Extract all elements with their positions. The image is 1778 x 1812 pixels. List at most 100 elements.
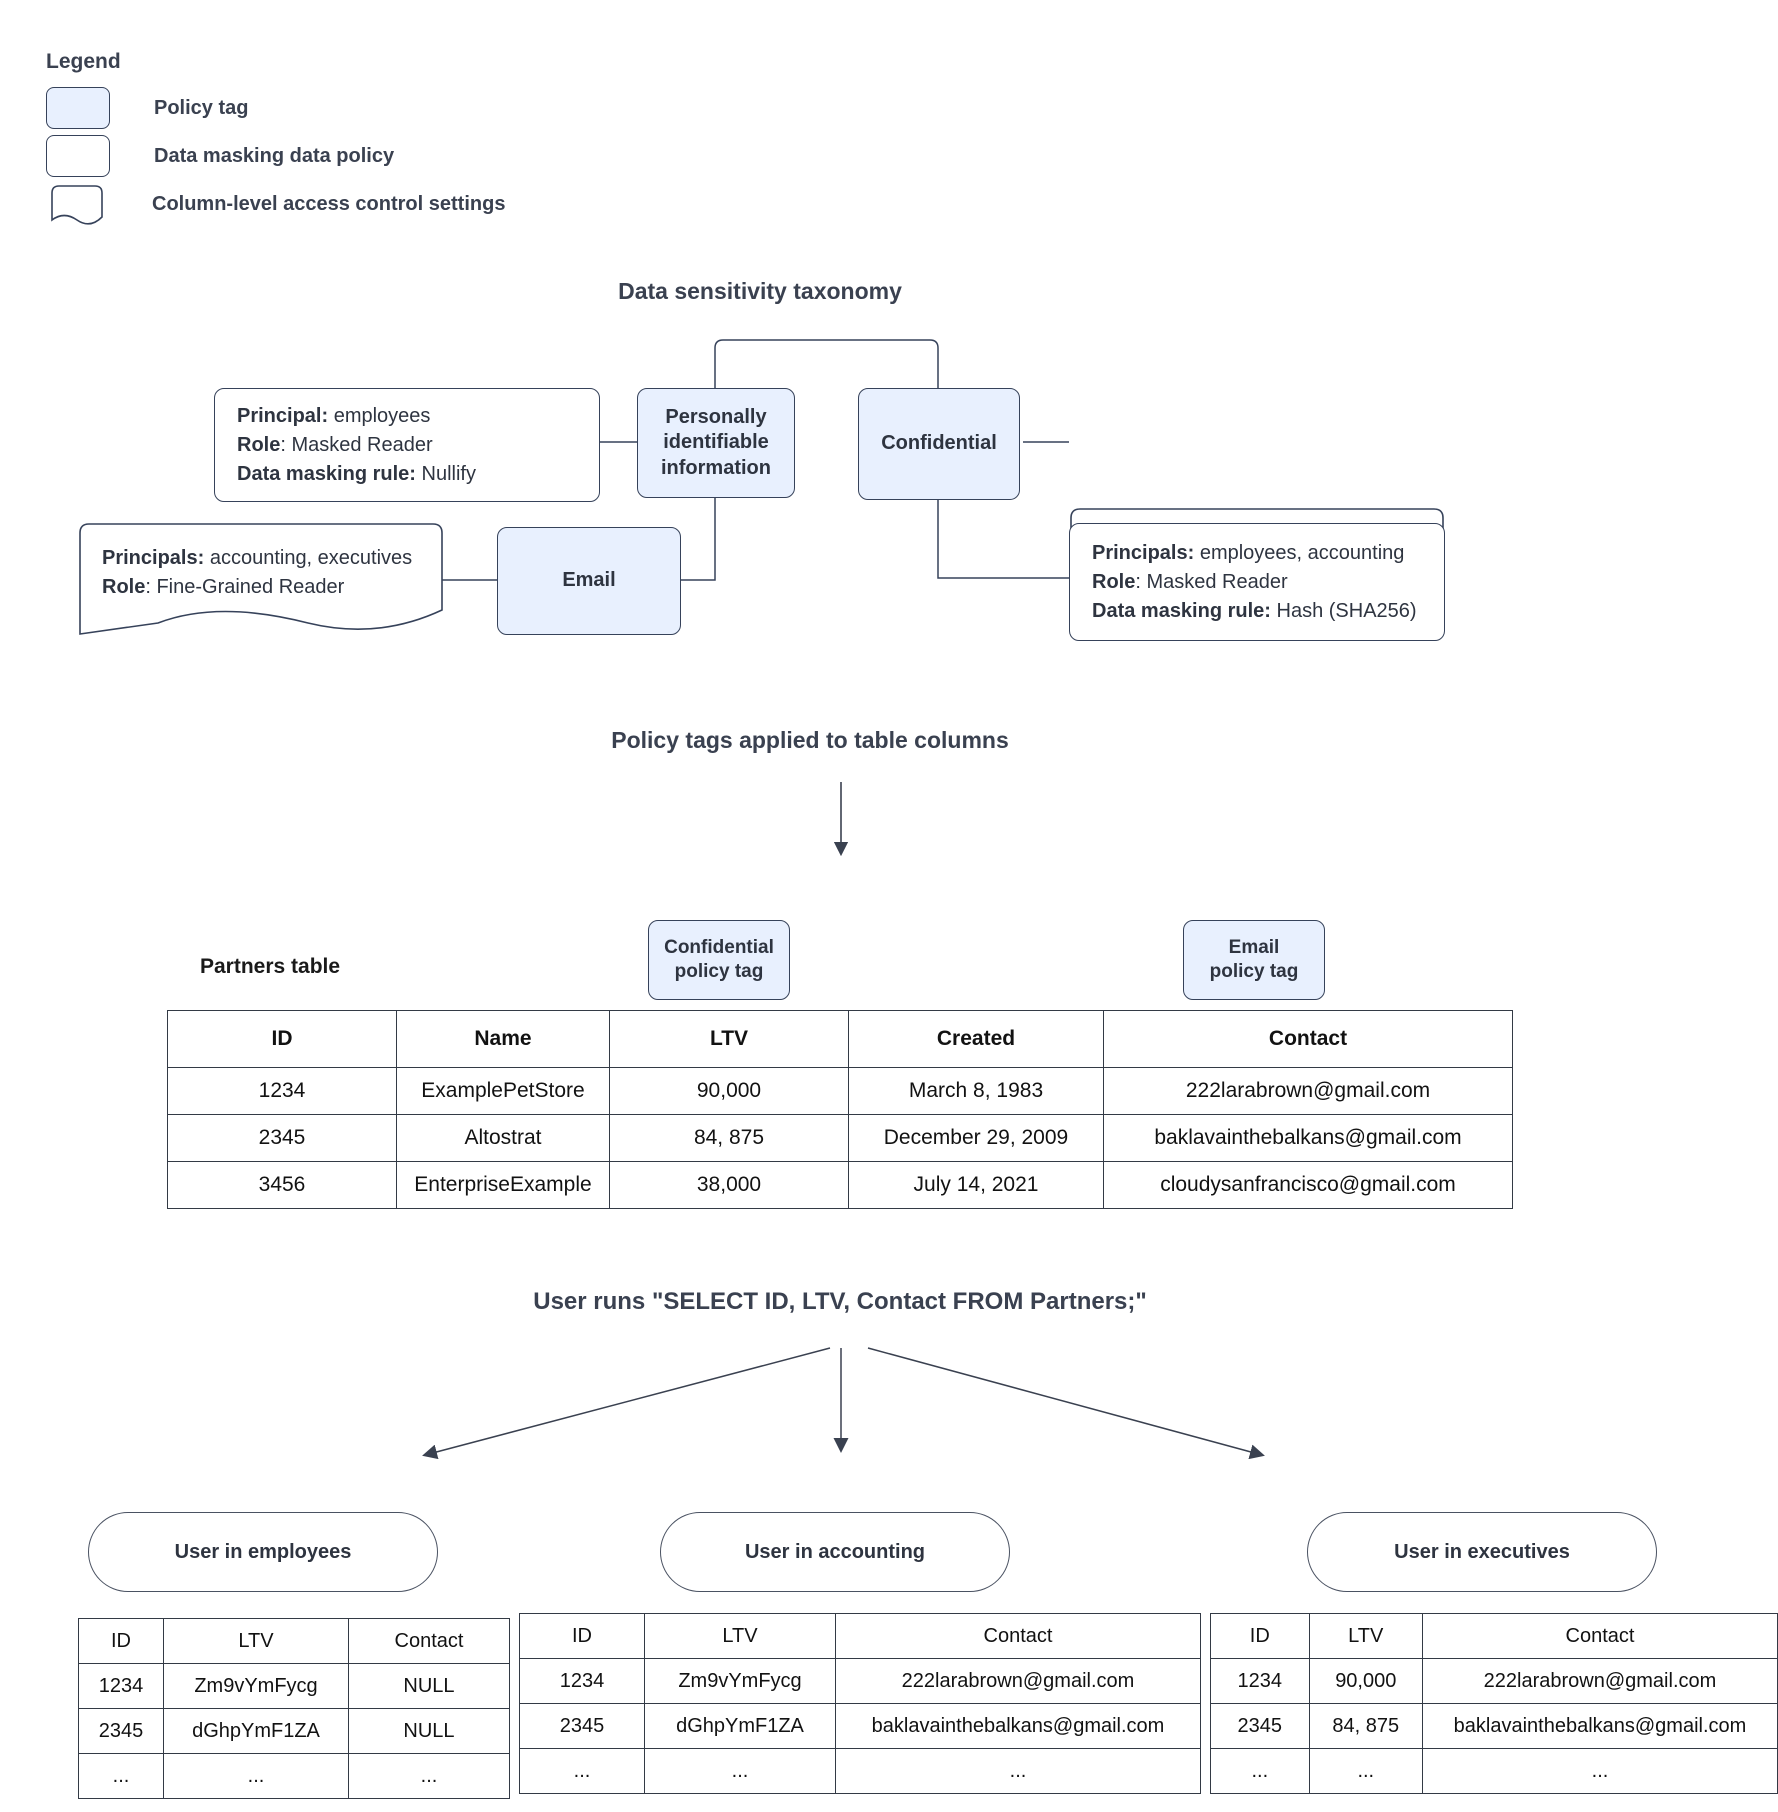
table-row: 2345 Altostrat 84, 875 December 29, 2009… bbox=[167, 1114, 1513, 1162]
table-row: ... ... ... bbox=[78, 1753, 510, 1799]
cell-id: ... bbox=[78, 1753, 164, 1799]
badge-email-line-1: Email bbox=[1228, 936, 1280, 958]
cell-contact: NULL bbox=[348, 1708, 510, 1754]
table-row: 2345 84, 875 baklavainthebalkans@gmail.c… bbox=[1210, 1703, 1778, 1749]
cell-id: ... bbox=[1210, 1748, 1310, 1794]
cell-contact: ... bbox=[1421, 1748, 1778, 1794]
result-table-executives: ID LTV Contact 1234 90,000 222larabrown@… bbox=[1210, 1613, 1778, 1794]
legend-label-column-acl: Column-level access control settings bbox=[152, 192, 506, 215]
cell-contact: 222larabrown@gmail.com bbox=[835, 1658, 1201, 1704]
result-col-ltv: LTV bbox=[644, 1613, 836, 1659]
cell-id: 1234 bbox=[1210, 1658, 1310, 1704]
actor-user-in-executives[interactable]: User in executives bbox=[1307, 1512, 1657, 1592]
policy-tag-confidential[interactable]: Confidential bbox=[858, 388, 1020, 500]
email-acl-line-2: Role: Fine-Grained Reader bbox=[102, 576, 345, 598]
cell-name: ExamplePetStore bbox=[396, 1067, 610, 1115]
cell-id: 1234 bbox=[519, 1658, 645, 1704]
cell-ltv: ... bbox=[1308, 1748, 1423, 1794]
badge-email-policy-tag[interactable]: Email policy tag bbox=[1183, 920, 1325, 1000]
legend-item-column-acl: Column-level access control settings bbox=[46, 180, 666, 228]
legend-item-data-masking: Data masking data policy bbox=[46, 132, 666, 180]
result-header-row: ID LTV Contact bbox=[78, 1618, 510, 1664]
data-masking-policy-pii[interactable]: Principal: employees Role: Masked Reader… bbox=[214, 388, 600, 502]
cell-contact: baklavainthebalkans@gmail.com bbox=[1421, 1703, 1778, 1749]
column-acl-swatch-icon bbox=[46, 184, 108, 225]
legend-title: Legend bbox=[46, 50, 121, 73]
legend-label-data-masking: Data masking data policy bbox=[154, 144, 395, 167]
pii-masking-line-3: Data masking rule: Nullify bbox=[237, 462, 476, 485]
table-row: ... ... ... bbox=[1210, 1748, 1778, 1794]
actor-label-executives: User in executives bbox=[1394, 1540, 1570, 1563]
table-row: 2345 dGhpYmF1ZA NULL bbox=[78, 1708, 510, 1754]
cell-ltv: dGhpYmF1ZA bbox=[163, 1708, 349, 1754]
badge-confidential-line-2: policy tag bbox=[674, 961, 764, 982]
actor-label-accounting: User in accounting bbox=[744, 1540, 926, 1563]
data-masking-policy-confidential[interactable]: Principals: employees, accounting Role: … bbox=[1069, 523, 1445, 641]
legend: Legend Policy tag Data masking data poli… bbox=[46, 50, 666, 228]
actor-label-employees: User in employees bbox=[174, 1540, 352, 1563]
legend-label-policy-tag: Policy tag bbox=[154, 96, 249, 119]
result-col-contact: Contact bbox=[1421, 1613, 1778, 1659]
cell-ltv: dGhpYmF1ZA bbox=[644, 1703, 836, 1749]
actor-user-in-accounting[interactable]: User in accounting bbox=[660, 1512, 1010, 1592]
result-col-ltv: LTV bbox=[163, 1618, 349, 1664]
result-col-contact: Contact bbox=[835, 1613, 1201, 1659]
cell-ltv: 84, 875 bbox=[1308, 1703, 1423, 1749]
result-col-id: ID bbox=[78, 1618, 164, 1664]
table-row: 1234 Zm9vYmFycg 222larabrown@gmail.com bbox=[519, 1658, 1201, 1704]
table-row: ... ... ... bbox=[519, 1748, 1201, 1794]
result-col-contact: Contact bbox=[348, 1618, 510, 1664]
policy-tag-pii[interactable]: Personally identifiable information bbox=[637, 388, 795, 498]
result-table-accounting: ID LTV Contact 1234 Zm9vYmFycg 222larabr… bbox=[519, 1613, 1201, 1794]
data-masking-swatch-icon bbox=[46, 135, 110, 177]
pii-masking-line-1: Principal: employees bbox=[237, 404, 431, 427]
cell-ltv: Zm9vYmFycg bbox=[644, 1658, 836, 1704]
applied-heading: Policy tags applied to table columns bbox=[611, 727, 1009, 753]
badge-email-line-2: policy tag bbox=[1209, 961, 1299, 982]
conf-masking-line-1: Principals: employees, accounting bbox=[1092, 541, 1405, 564]
cell-ltv: 84, 875 bbox=[609, 1114, 849, 1162]
cell-id: 2345 bbox=[167, 1114, 397, 1162]
policy-tag-email[interactable]: Email bbox=[497, 527, 681, 635]
cell-id: 3456 bbox=[167, 1161, 397, 1209]
cell-id: 2345 bbox=[78, 1708, 164, 1754]
result-header-row: ID LTV Contact bbox=[519, 1613, 1201, 1659]
policy-tag-email-label: Email bbox=[562, 569, 616, 592]
result-col-id: ID bbox=[519, 1613, 645, 1659]
cell-ltv: ... bbox=[644, 1748, 836, 1794]
cell-created: July 14, 2021 bbox=[848, 1161, 1104, 1209]
legend-item-policy-tag: Policy tag bbox=[46, 84, 666, 132]
result-col-id: ID bbox=[1210, 1613, 1310, 1659]
conf-masking-line-2: Role: Masked Reader bbox=[1092, 570, 1288, 593]
partners-col-id: ID bbox=[167, 1010, 397, 1068]
partners-table: ID Name LTV Created Contact 1234 Example… bbox=[167, 1010, 1513, 1209]
partners-table-header-row: ID Name LTV Created Contact bbox=[167, 1010, 1513, 1068]
policy-tag-swatch-icon bbox=[46, 87, 110, 129]
partners-table-label: Partners table bbox=[200, 955, 341, 978]
cell-contact: ... bbox=[835, 1748, 1201, 1794]
table-row: 1234 90,000 222larabrown@gmail.com bbox=[1210, 1658, 1778, 1704]
badge-confidential-line-1: Confidential bbox=[664, 936, 774, 958]
cell-ltv: Zm9vYmFycg bbox=[163, 1663, 349, 1709]
conf-masking-line-3: Data masking rule: Hash (SHA256) bbox=[1092, 599, 1417, 622]
column-acl-email[interactable]: Principals: accounting, executives Role:… bbox=[78, 522, 444, 644]
result-table-employees: ID LTV Contact 1234 Zm9vYmFycg NULL 2345… bbox=[78, 1618, 510, 1799]
query-heading: User runs "SELECT ID, LTV, Contact FROM … bbox=[533, 1288, 1147, 1315]
cell-contact: NULL bbox=[348, 1663, 510, 1709]
badge-confidential-policy-tag[interactable]: Confidential policy tag bbox=[648, 920, 790, 1000]
cell-contact: cloudysanfrancisco@gmail.com bbox=[1103, 1161, 1513, 1209]
cell-id: 2345 bbox=[519, 1703, 645, 1749]
applied-arrow bbox=[833, 782, 849, 857]
cell-id: 1234 bbox=[167, 1067, 397, 1115]
policy-tag-confidential-label: Confidential bbox=[881, 432, 997, 455]
partners-col-contact: Contact bbox=[1103, 1010, 1513, 1068]
actor-user-in-employees[interactable]: User in employees bbox=[88, 1512, 438, 1592]
cell-contact: ... bbox=[348, 1753, 510, 1799]
result-header-row: ID LTV Contact bbox=[1210, 1613, 1778, 1659]
taxonomy-heading: Data sensitivity taxonomy bbox=[618, 278, 902, 304]
cell-ltv: ... bbox=[163, 1753, 349, 1799]
cell-created: December 29, 2009 bbox=[848, 1114, 1104, 1162]
cell-id: 2345 bbox=[1210, 1703, 1310, 1749]
partners-col-name: Name bbox=[396, 1010, 610, 1068]
cell-contact: baklavainthebalkans@gmail.com bbox=[835, 1703, 1201, 1749]
